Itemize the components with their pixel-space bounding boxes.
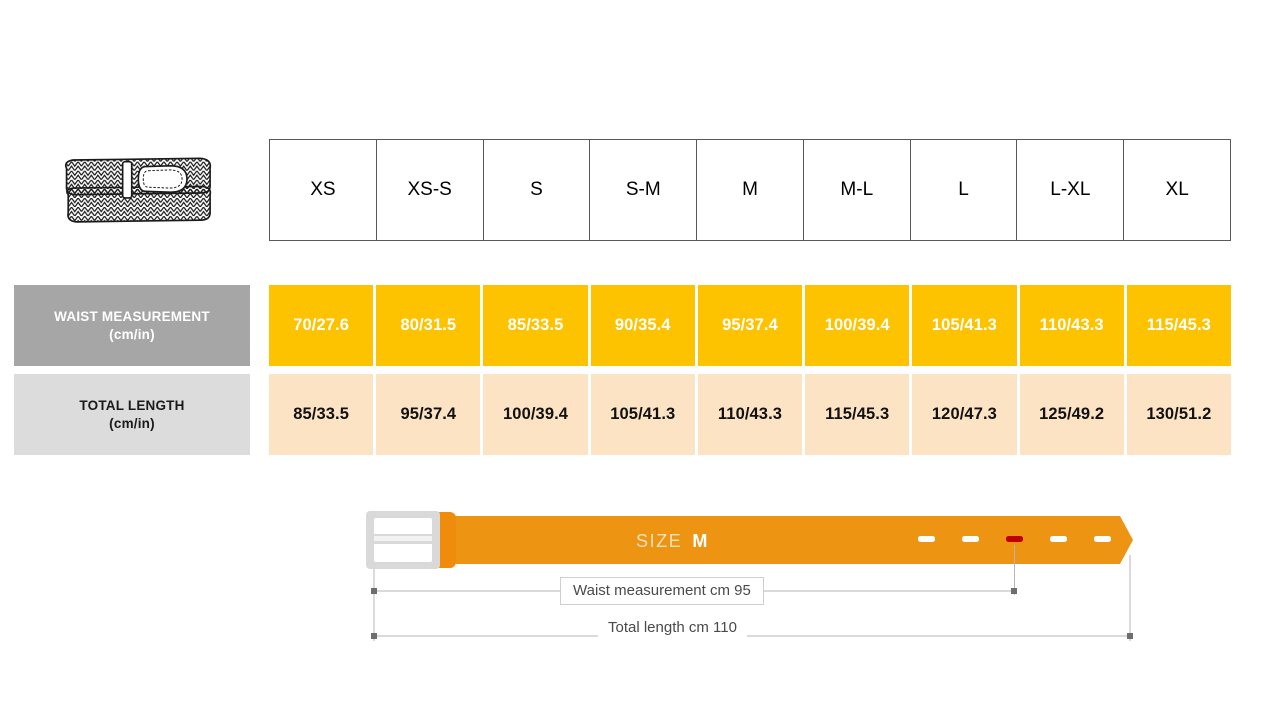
waist-value-cell: 70/27.6 xyxy=(269,285,374,366)
belt-holes xyxy=(918,536,1111,542)
size-header-cell: M-L xyxy=(804,140,911,240)
belt-measurement-diagram xyxy=(330,495,1190,655)
row-label-title: TOTAL LENGTH xyxy=(79,397,185,413)
total-length-dimension-label: Total length cm 110 xyxy=(598,618,747,637)
length-value-cell: 110/43.3 xyxy=(697,374,803,455)
length-value-cell: 105/41.3 xyxy=(590,374,695,455)
waist-measurement-dimension-label: Waist measurement cm 95 xyxy=(560,577,764,605)
waist-value-cell: 110/43.3 xyxy=(1019,285,1124,366)
waist-value-cell: 95/37.4 xyxy=(697,285,803,366)
length-value-cell: 85/33.5 xyxy=(269,374,374,455)
waist-value-cell: 105/41.3 xyxy=(912,285,1017,366)
woven-belt-illustration xyxy=(55,143,220,243)
size-header-cell: L-XL xyxy=(1017,140,1125,240)
belt-buckle-icon xyxy=(366,511,440,569)
belt-size-tag: SIZE M xyxy=(636,531,708,552)
size-tag-value: M xyxy=(692,531,708,551)
length-value-cell: 130/51.2 xyxy=(1126,374,1231,455)
row-label-waist-measurement: WAIST MEASUREMENT (cm/in) xyxy=(14,285,250,366)
waist-value-cell: 85/33.5 xyxy=(483,285,588,366)
row-label-unit: (cm/in) xyxy=(109,415,155,431)
data-row-total-length: 85/33.5 95/37.4 100/39.4 105/41.3 110/43… xyxy=(269,374,1231,455)
size-header-cell: XS xyxy=(270,140,377,240)
size-header-row: XS XS-S S S-M M M-L L L-XL XL xyxy=(269,139,1232,241)
row-label-title: WAIST MEASUREMENT xyxy=(54,308,210,324)
size-header-cell: XS-S xyxy=(377,140,484,240)
dimension-extension-lines xyxy=(373,545,1131,641)
row-label-unit: (cm/in) xyxy=(109,326,155,342)
row-label-total-length: TOTAL LENGTH (cm/in) xyxy=(14,374,250,455)
size-header-cell: M xyxy=(697,140,804,240)
length-value-cell: 125/49.2 xyxy=(1019,374,1124,455)
length-value-cell: 100/39.4 xyxy=(483,374,588,455)
dimension-endpoint-markers xyxy=(371,588,1133,639)
length-value-cell: 115/45.3 xyxy=(805,374,910,455)
waist-value-cell: 80/31.5 xyxy=(376,285,481,366)
belt-strap-shape xyxy=(434,512,1133,568)
highlighted-belt-hole xyxy=(1006,536,1023,542)
waist-value-cell: 100/39.4 xyxy=(805,285,910,366)
size-header-cell: XL xyxy=(1124,140,1232,240)
waist-value-cell: 90/35.4 xyxy=(590,285,695,366)
size-header-cell: L xyxy=(911,140,1018,240)
data-row-waist-measurement: 70/27.6 80/31.5 85/33.5 90/35.4 95/37.4 … xyxy=(269,285,1231,366)
size-header-cell: S xyxy=(484,140,591,240)
size-header-cell: S-M xyxy=(590,140,698,240)
length-value-cell: 120/47.3 xyxy=(912,374,1017,455)
waist-value-cell: 115/45.3 xyxy=(1126,285,1231,366)
size-tag-prefix: SIZE xyxy=(636,531,683,551)
length-value-cell: 95/37.4 xyxy=(376,374,481,455)
